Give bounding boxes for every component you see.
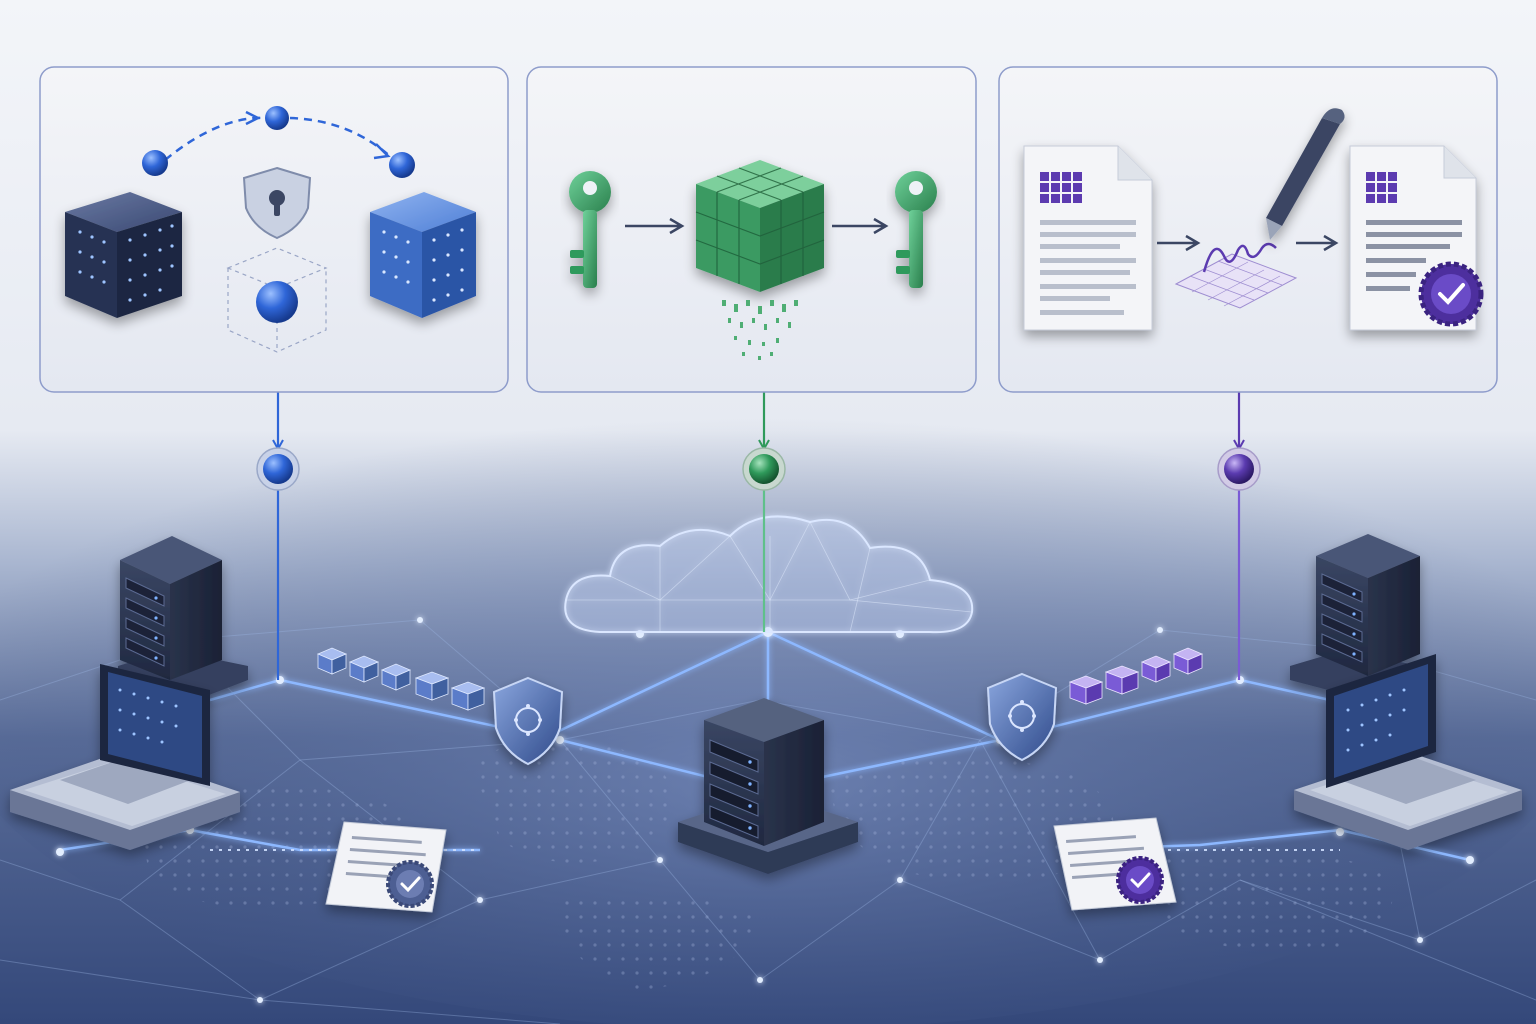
server-rack-right bbox=[1290, 534, 1420, 700]
certificate-left bbox=[325, 821, 447, 913]
certificate-right bbox=[1053, 817, 1177, 911]
shield-icon bbox=[986, 672, 1058, 762]
shield-lock-icon bbox=[242, 166, 312, 240]
laptop-right bbox=[1294, 654, 1522, 850]
seal-badge-icon bbox=[1418, 261, 1484, 327]
shield-icon bbox=[492, 676, 564, 766]
orb-icon bbox=[389, 152, 415, 178]
arrow-right-icon bbox=[625, 217, 685, 235]
green-block-cube-icon bbox=[695, 160, 825, 292]
panel-secure-transfer bbox=[39, 66, 509, 393]
central-server bbox=[678, 698, 858, 874]
green-key-icon bbox=[569, 171, 611, 288]
connector-orbs bbox=[256, 447, 1261, 491]
server-rack-left bbox=[118, 536, 248, 700]
panel-digital-signature bbox=[998, 66, 1498, 393]
data-drip-icon bbox=[722, 300, 798, 360]
laptop-left bbox=[10, 664, 240, 850]
panel-connectors bbox=[276, 392, 1241, 680]
orb-icon bbox=[256, 281, 298, 323]
orb-icon bbox=[265, 106, 289, 130]
packet-chain-right bbox=[1068, 647, 1204, 705]
cloud-icon bbox=[564, 515, 974, 634]
arrow-right-icon bbox=[832, 217, 889, 235]
signature-grid-icon bbox=[1174, 242, 1298, 309]
packet-chain-left bbox=[316, 647, 486, 711]
pen-icon bbox=[1266, 108, 1345, 240]
arrow-right-icon bbox=[1296, 234, 1339, 252]
target-cube-icon bbox=[370, 192, 476, 318]
unsigned-document-icon bbox=[1023, 145, 1153, 331]
source-cube-icon bbox=[65, 192, 182, 318]
panel-key-transformation bbox=[526, 66, 977, 393]
green-key-icon bbox=[895, 171, 937, 288]
arrow-right-icon bbox=[1157, 234, 1201, 252]
orb-icon bbox=[142, 150, 168, 176]
